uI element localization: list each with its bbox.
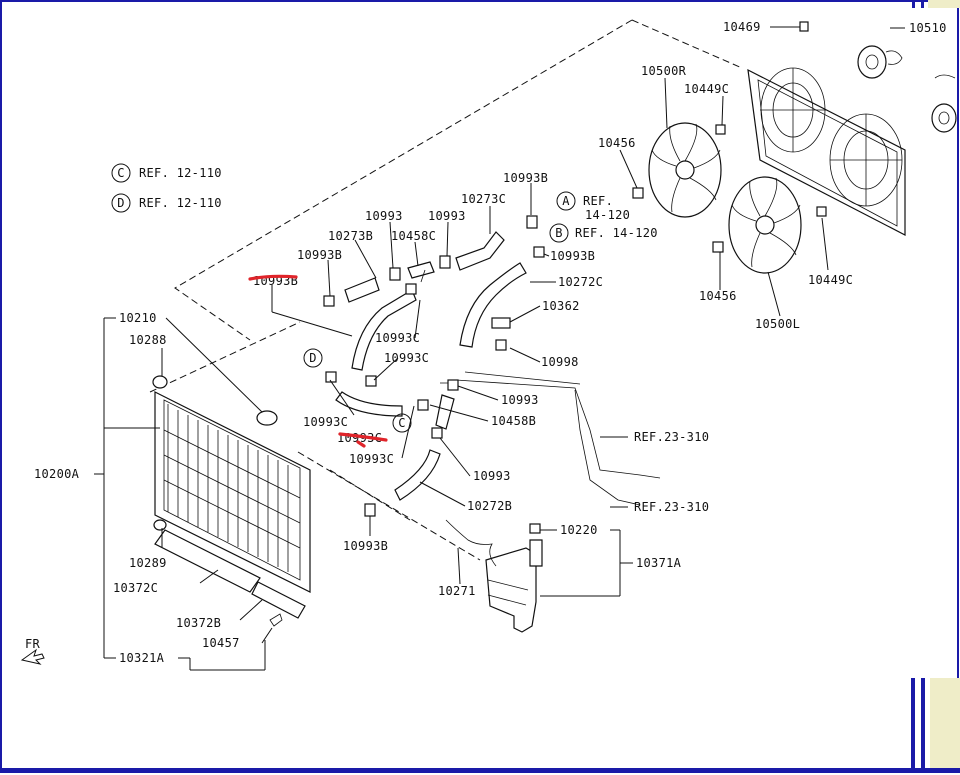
fr-label: FR xyxy=(25,637,41,651)
part-label: 10449C xyxy=(808,273,853,287)
svg-text:C: C xyxy=(398,416,406,430)
part-label: 10993C xyxy=(375,331,420,345)
part-label: 10362 xyxy=(542,299,580,313)
fan-motor-top xyxy=(857,45,903,79)
radiator-seals xyxy=(154,529,306,627)
part-label: 10289 xyxy=(129,556,167,570)
red-annotations xyxy=(248,274,388,448)
part-label: 10271 xyxy=(438,584,476,598)
ref-label: REF. xyxy=(583,194,613,208)
part-label: 10456 xyxy=(699,289,737,303)
legend-ref-d: D REF. 12-110 xyxy=(111,193,222,213)
part-label: 10458B xyxy=(491,414,536,428)
part-label: 10456 xyxy=(598,136,636,150)
red-strike-tick xyxy=(356,440,366,448)
part-label: 10993B xyxy=(503,171,548,185)
part-label: 10469 xyxy=(723,20,761,34)
legend-ref-d-letter: D xyxy=(117,196,125,210)
part-label: 10449C xyxy=(684,82,729,96)
part-label: 10321A xyxy=(119,651,165,665)
red-strike-mark-top xyxy=(248,274,298,281)
part-label: 10500L xyxy=(755,317,800,331)
part-label: 10458C xyxy=(391,229,436,243)
ref-label: 14-120 xyxy=(585,208,630,222)
part-label: 10993C xyxy=(349,452,394,466)
part-label: 10993 xyxy=(365,209,403,223)
part-label: 10500R xyxy=(641,64,687,78)
part-label: 10998 xyxy=(541,355,579,369)
circle-marker-c: C xyxy=(392,413,412,433)
legend-ref-c-letter: C xyxy=(117,166,125,180)
part-label: 10273C xyxy=(461,192,506,206)
front-direction-indicator: FR xyxy=(20,637,45,665)
part-label: 10272C xyxy=(558,275,603,289)
legend-ref-d-text: REF. 12-110 xyxy=(139,196,222,210)
fan-blade-right xyxy=(648,122,722,218)
part-label: 10993 xyxy=(501,393,539,407)
part-label: 10372B xyxy=(176,616,221,630)
part-label: 10510 xyxy=(909,21,947,35)
fasteners xyxy=(632,21,827,253)
part-label: 10200A xyxy=(34,467,80,481)
part-label: 10993C xyxy=(303,415,348,429)
heater-pipes xyxy=(455,371,661,506)
part-label: 10220 xyxy=(560,523,598,537)
part-label: 10993 xyxy=(428,209,466,223)
part-label: 10273B xyxy=(328,229,373,243)
legend-ref-c: C REF. 12-110 xyxy=(111,163,222,183)
part-label: 10993B xyxy=(550,249,595,263)
dashed-boundary xyxy=(149,19,743,561)
part-label: 10372C xyxy=(113,581,158,595)
front-arrow-icon xyxy=(20,648,45,665)
leader-lines xyxy=(94,26,905,671)
fan-shroud xyxy=(747,67,906,236)
reservoir-tank xyxy=(445,519,543,633)
circle-marker-d: D xyxy=(303,348,323,368)
part-label: 10993B xyxy=(297,248,342,262)
part-label: 10993B xyxy=(343,539,388,553)
part-label: 10371A xyxy=(636,556,682,570)
fan-blade-left xyxy=(728,176,802,274)
part-label: 10272B xyxy=(467,499,512,513)
ref-label: REF.23-310 xyxy=(634,500,709,514)
part-label: 10210 xyxy=(119,311,157,325)
svg-text:A: A xyxy=(562,194,570,208)
part-label: 10288 xyxy=(129,333,167,347)
circle-marker-a: A xyxy=(556,191,576,211)
fan-motor-mid xyxy=(931,74,957,133)
radiator-core xyxy=(154,391,311,593)
part-label: 10993C xyxy=(384,351,429,365)
ref-label: REF. 14-120 xyxy=(575,226,658,240)
part-label: 10457 xyxy=(202,636,240,650)
hoses xyxy=(335,231,527,501)
svg-text:D: D xyxy=(309,351,317,365)
circle-marker-b: B xyxy=(549,223,569,243)
legend-ref-c-text: REF. 12-110 xyxy=(139,166,222,180)
red-strike-mark-mid xyxy=(338,432,388,442)
radiator-cap xyxy=(152,375,278,531)
svg-text:B: B xyxy=(555,226,563,240)
hose-clamps xyxy=(323,215,545,534)
part-label: 10993 xyxy=(473,469,511,483)
ref-label: REF.23-310 xyxy=(634,430,709,444)
